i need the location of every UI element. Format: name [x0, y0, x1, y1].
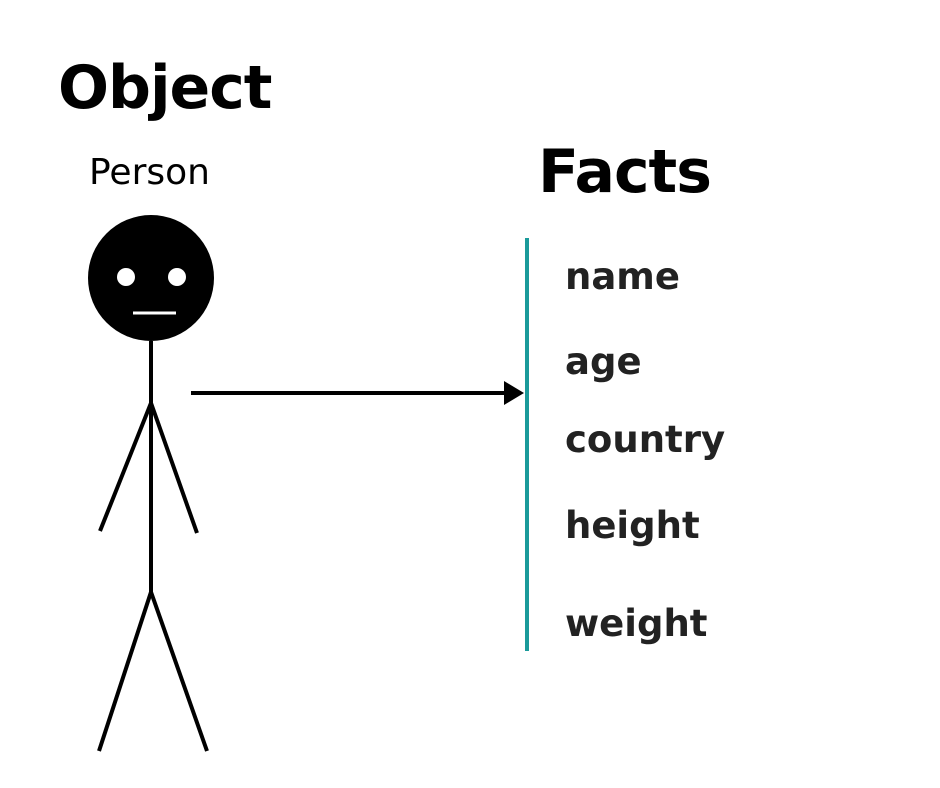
person-right-arm — [149, 402, 199, 534]
fact-item-country: country — [565, 418, 726, 461]
fact-item-age: age — [565, 340, 642, 383]
stick-figure-person — [88, 215, 214, 752]
fact-item-name: name — [565, 255, 680, 298]
fact-item-height: height — [565, 504, 700, 547]
person-left-eye — [117, 268, 135, 286]
facts-title: Facts — [538, 137, 712, 207]
person-left-arm — [98, 402, 153, 532]
person-right-eye — [168, 268, 186, 286]
person-right-leg — [149, 591, 209, 752]
arrow-head — [504, 381, 524, 405]
person-head — [88, 215, 214, 341]
object-to-facts-arrow — [191, 381, 524, 405]
fact-item-weight: weight — [565, 602, 708, 645]
person-label: Person — [89, 152, 210, 193]
object-title: Object — [58, 53, 272, 123]
person-left-leg — [97, 591, 153, 752]
